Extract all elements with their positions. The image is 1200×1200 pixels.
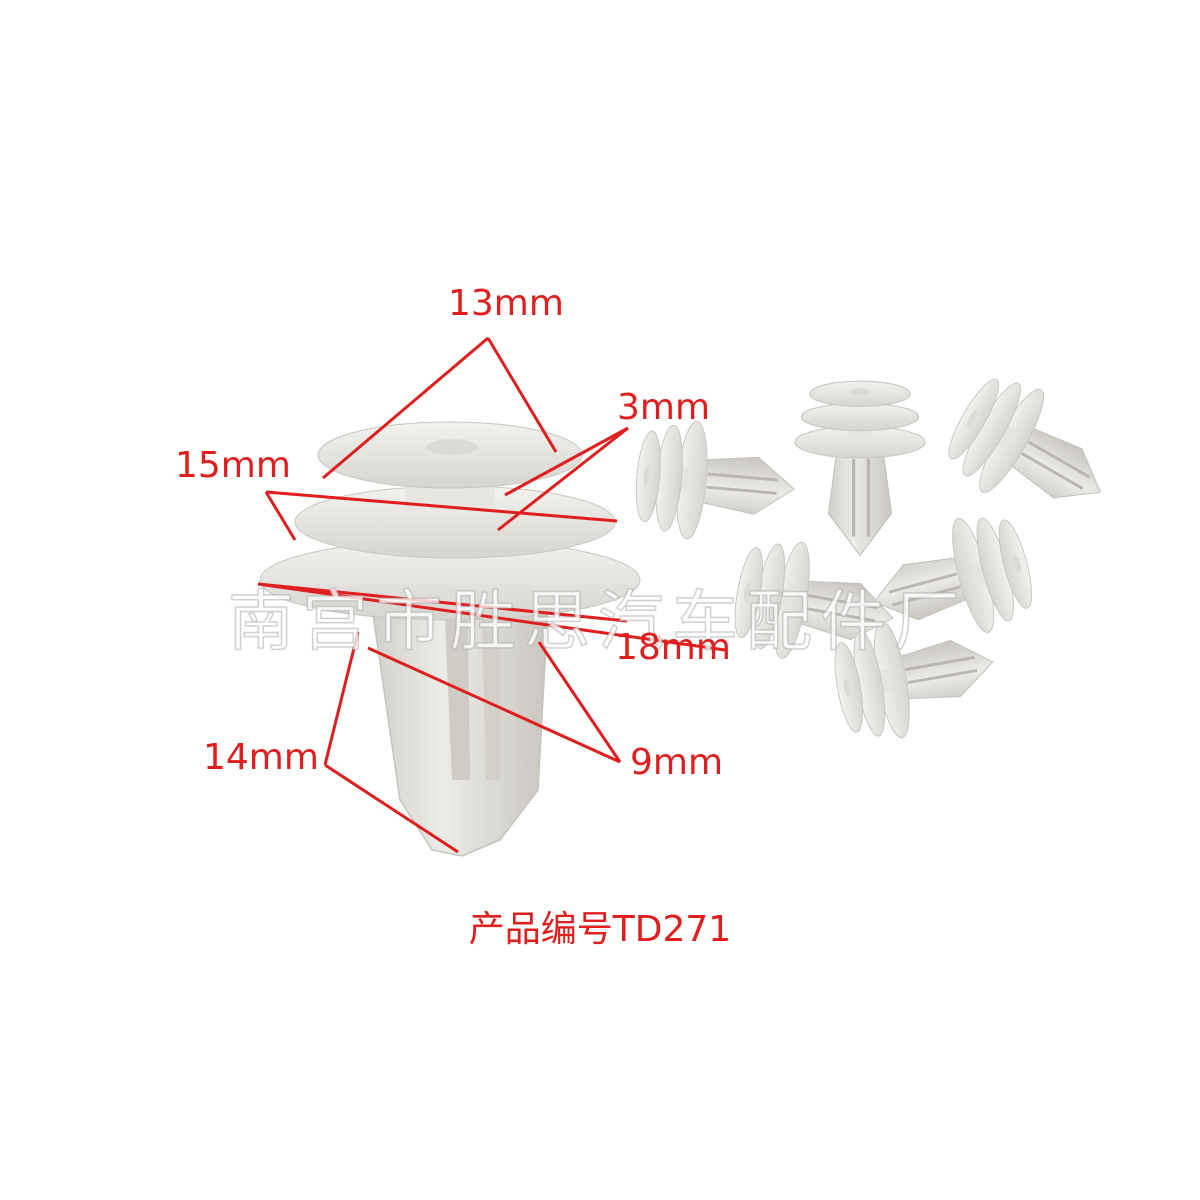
main-clip bbox=[259, 421, 641, 857]
label-middle-disc: 15mm bbox=[175, 445, 291, 486]
label-gap: 3mm bbox=[617, 387, 711, 428]
dimension-lines bbox=[257, 336, 726, 854]
label-bottom-disc: 18mm bbox=[615, 627, 731, 668]
label-stem-width: 9mm bbox=[630, 742, 724, 783]
product-code-caption: 产品编号TD271 bbox=[468, 909, 732, 950]
small-clip-left-top bbox=[630, 415, 801, 550]
label-top-disc: 13mm bbox=[448, 283, 564, 324]
small-clip-upper-center bbox=[793, 379, 927, 558]
label-stem-length: 14mm bbox=[203, 737, 319, 778]
watermark-text: 南宫市胜思汽车配件厂 bbox=[227, 582, 968, 661]
small-clip-right-top bbox=[933, 360, 1132, 545]
